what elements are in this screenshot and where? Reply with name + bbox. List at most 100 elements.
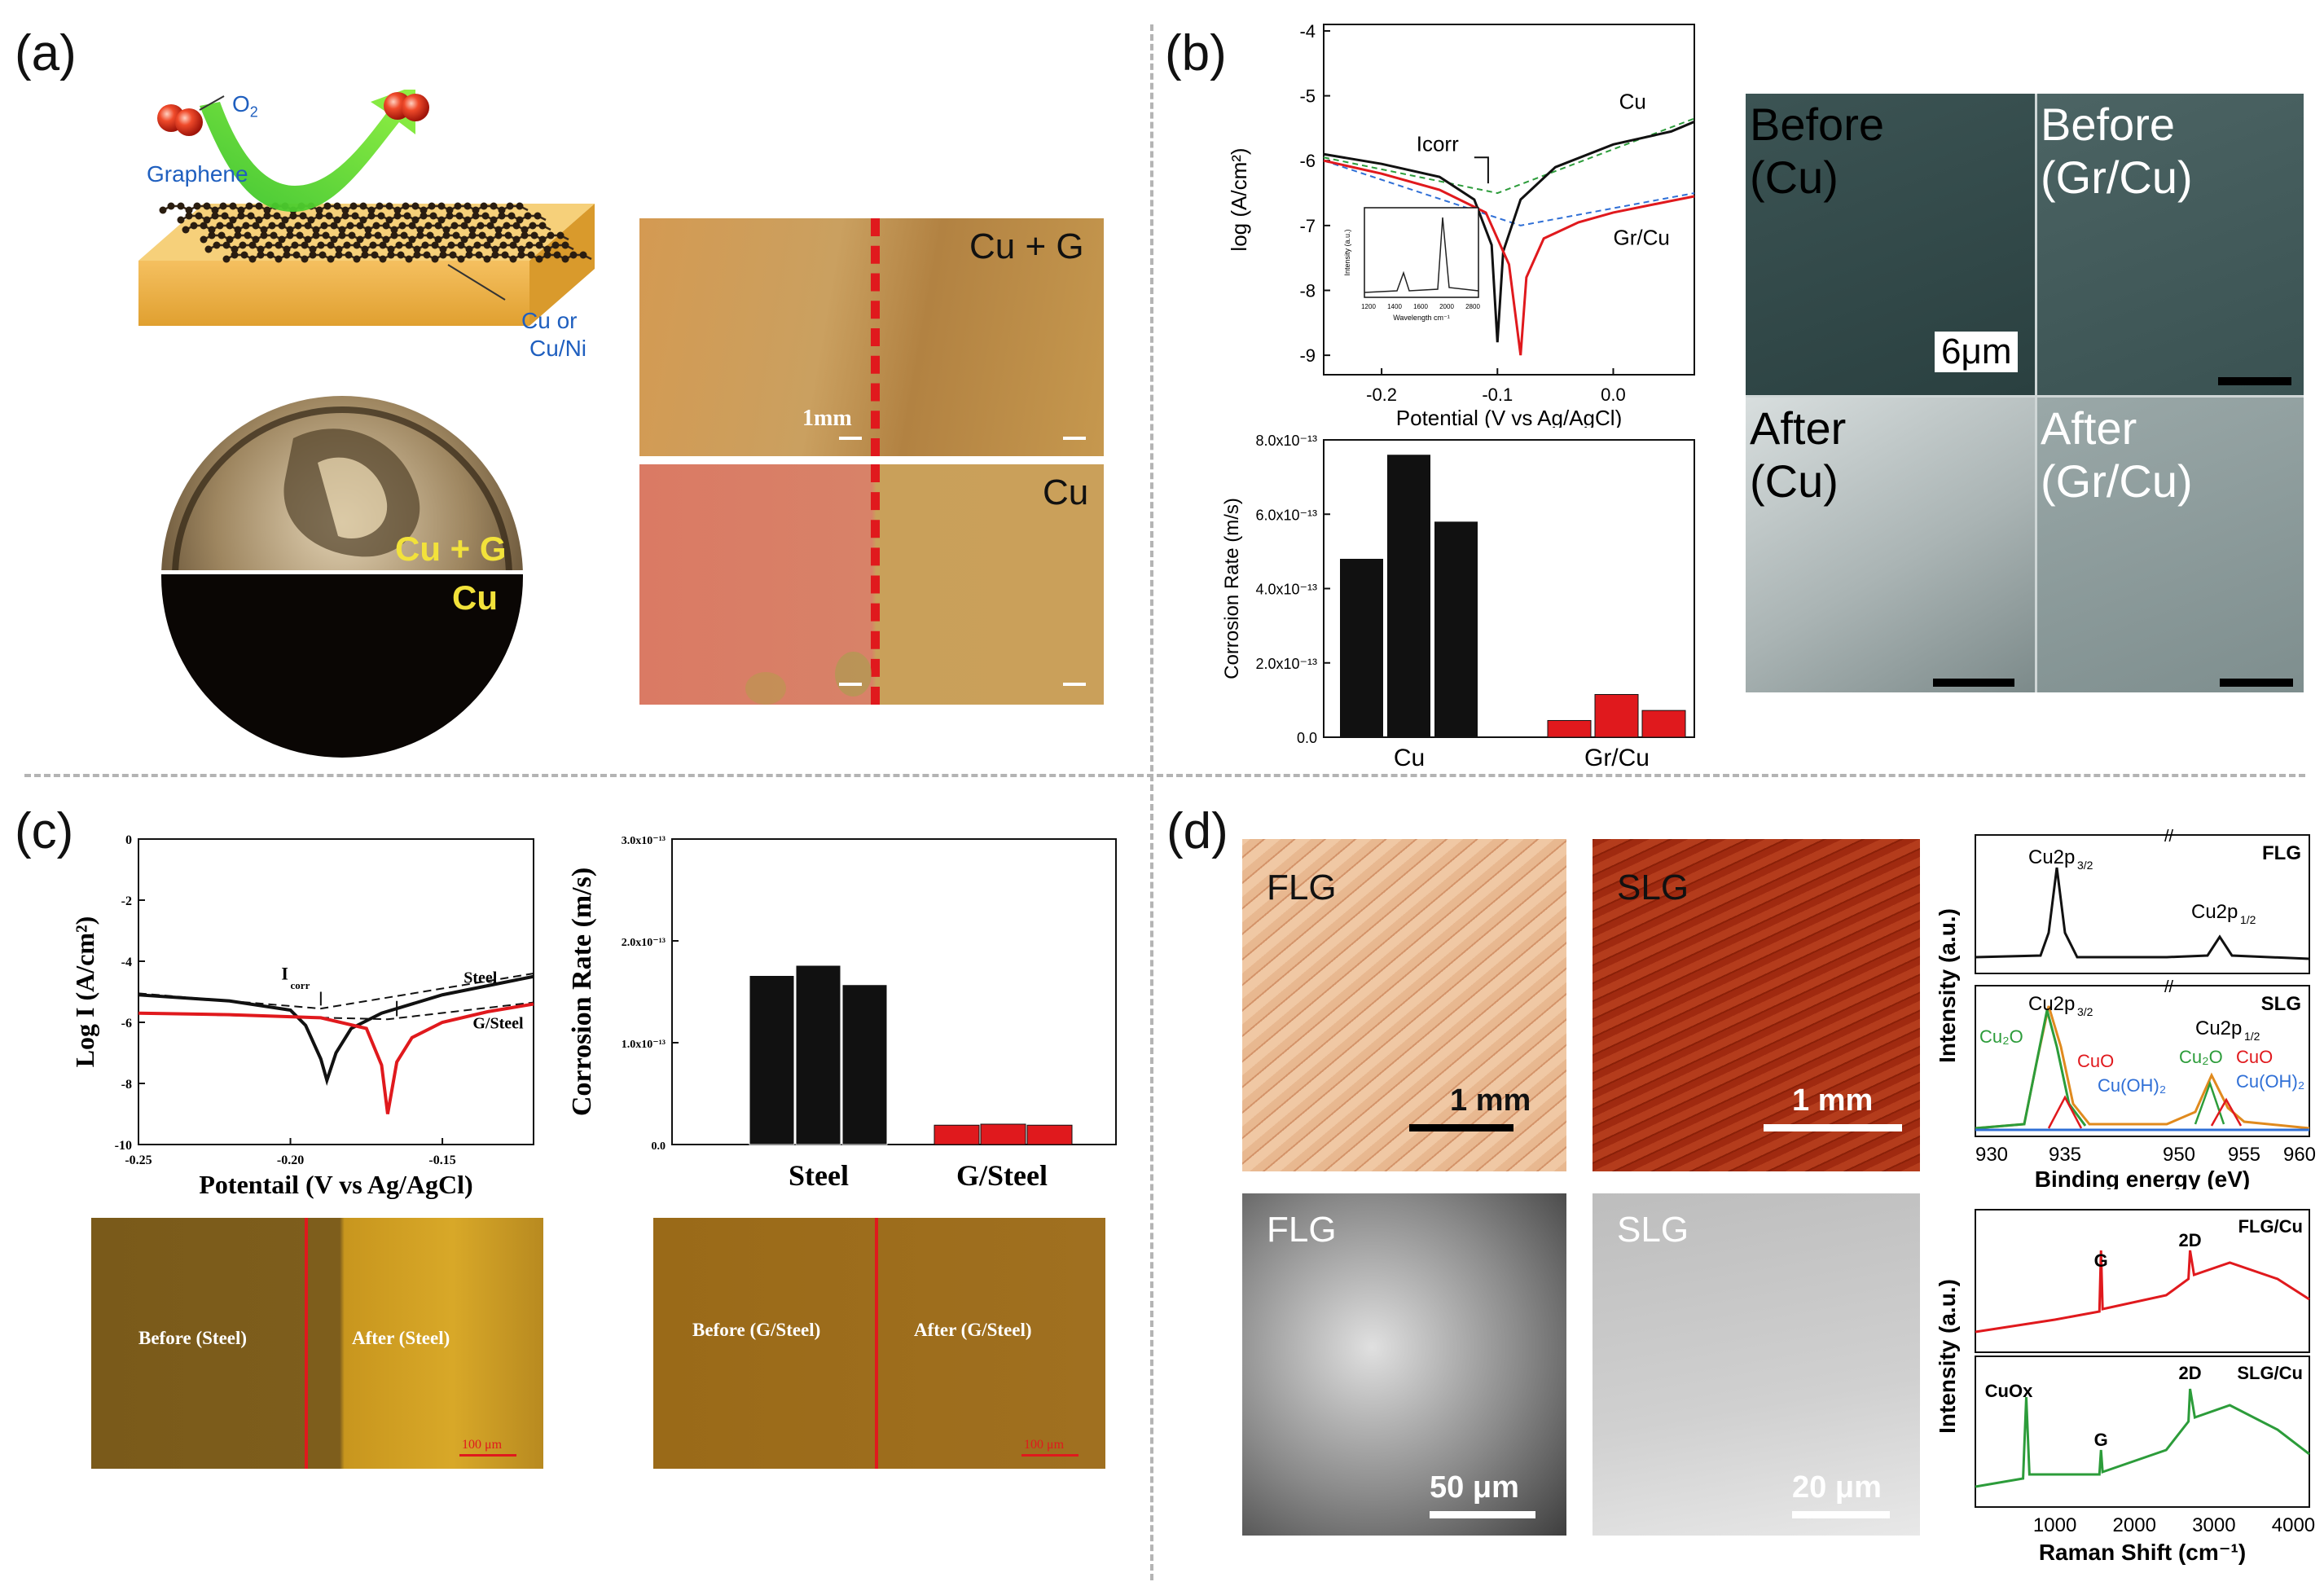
- peak-label-flg-2p1: Cu2p: [2191, 901, 2238, 923]
- sem-after-grcu-line2: (Gr/Cu): [2041, 455, 2193, 507]
- series-line-g-steel: [138, 1002, 534, 1114]
- lattice-bond: [434, 253, 462, 261]
- lattice-bond: [289, 224, 317, 231]
- raman-slg-spectrum: [1975, 1388, 2310, 1488]
- carbon-atom: [231, 245, 239, 253]
- micrograph-cu-g-label: Cu + G: [969, 226, 1084, 266]
- carbon-atom: [405, 241, 413, 249]
- comp-cuo: CuO: [2077, 1051, 2114, 1071]
- carbon-atom: [222, 241, 231, 249]
- sem-after-grcu-line1: After: [2041, 402, 2137, 454]
- y-tick-label: -6: [1299, 151, 1316, 171]
- label-after-steel: After (Steel): [352, 1328, 450, 1348]
- lattice-bond: [203, 234, 231, 241]
- bar-steel-1: [749, 975, 795, 1145]
- lattice-bond: [338, 244, 366, 251]
- xps-x-tick: 935: [2049, 1144, 2081, 1166]
- carbon-atom: [211, 206, 219, 214]
- carbon-atom: [275, 255, 283, 263]
- carbon-atom: [309, 251, 317, 259]
- x-axis-label: Potentail (V vs Ag/AgCl): [199, 1170, 472, 1199]
- carbon-atom: [255, 202, 263, 210]
- carbon-atom: [275, 241, 283, 249]
- bar-grcu-3: [1641, 710, 1686, 738]
- carbon-atom: [182, 226, 190, 234]
- carbon-atom: [289, 212, 297, 220]
- carbon-atom: [320, 222, 328, 230]
- raman-x-tick: 1000: [2033, 1514, 2076, 1536]
- carbon-atom: [569, 251, 578, 259]
- carbon-atom: [315, 206, 323, 214]
- optical-slg-scalebar: [1764, 1124, 1902, 1131]
- lattice-bond: [359, 234, 387, 241]
- carbon-atom: [327, 241, 335, 249]
- carbon-atom: [463, 216, 472, 224]
- lattice-bond: [284, 214, 312, 222]
- carbon-atom: [159, 206, 167, 214]
- carbon-atom: [478, 231, 486, 239]
- carbon-atom: [382, 235, 390, 244]
- carbon-atom: [195, 212, 203, 220]
- lattice-bond: [336, 214, 364, 222]
- comp-cu2o-2: Cu₂O: [2179, 1047, 2223, 1067]
- optical-flg-scalebar: [1409, 1124, 1513, 1131]
- carbon-atom: [185, 206, 193, 214]
- y-axis-label: log (A/cm²): [1227, 147, 1251, 251]
- lattice-bond: [385, 234, 413, 241]
- carbon-atom: [490, 216, 498, 224]
- carbon-atom: [434, 222, 442, 230]
- carbon-atom: [468, 231, 477, 239]
- carbon-atom: [364, 226, 372, 234]
- xps-x-label: Binding energy (eV): [2035, 1167, 2250, 1189]
- carbon-atom: [296, 231, 304, 239]
- carbon-atom: [312, 226, 320, 234]
- carbon-atom: [265, 241, 273, 249]
- carbon-atom: [472, 206, 480, 214]
- carbon-atom: [367, 212, 376, 220]
- y-tick-label: 4.0x10⁻¹³: [1255, 582, 1317, 598]
- xps-frame-2: [1975, 985, 2310, 1137]
- lattice-bond: [286, 244, 314, 251]
- x-axis-label: Potential (V vs Ag/AgCl): [1396, 406, 1622, 428]
- coin-photo: [155, 396, 529, 758]
- lattice-bond: [214, 204, 242, 212]
- sem-slg-scalebar: [1792, 1511, 1890, 1518]
- carbon-atom: [538, 235, 547, 244]
- scalebar-left: [839, 437, 862, 440]
- carbon-atom: [208, 231, 216, 239]
- lattice-bond: [389, 214, 416, 222]
- carbon-atom: [222, 255, 231, 263]
- lattice-bond: [411, 234, 439, 241]
- carbon-atom: [248, 255, 257, 263]
- lattice-bond: [330, 253, 358, 261]
- carbon-atom: [341, 206, 349, 214]
- lattice-bond: [538, 253, 566, 261]
- carbon-atom: [449, 251, 457, 259]
- carbon-atom: [465, 251, 473, 259]
- xps-slg-cuo: [2047, 1095, 2083, 1129]
- lattice-bond: [312, 244, 340, 251]
- lattice-bond: [420, 224, 447, 231]
- carbon-atom: [270, 231, 278, 239]
- category-label-steel: Steel: [789, 1159, 849, 1192]
- y-tick-label: -8: [121, 1078, 132, 1092]
- sem-before-grcu-line2: (Gr/Cu): [2041, 152, 2193, 203]
- lattice-bond: [490, 234, 517, 241]
- label-before-gsteel: Before (G/Steel): [692, 1320, 821, 1340]
- carbon-atom: [516, 202, 524, 210]
- bar-gsteel-2: [980, 1123, 1026, 1145]
- lattice-bond: [498, 224, 525, 231]
- panel-label-b: (b): [1165, 25, 1227, 81]
- carbon-atom: [193, 202, 201, 210]
- y-tick-label: 0.0: [1297, 730, 1317, 746]
- carbon-atom: [333, 202, 341, 210]
- carbon-atom: [397, 251, 405, 259]
- inset-x-tick: 1600: [1413, 303, 1428, 310]
- peak-sub-flg-2p3: 3/2: [2077, 859, 2093, 872]
- carbon-atom: [491, 251, 499, 259]
- lattice-bond: [307, 234, 335, 241]
- carbon-atom: [465, 245, 473, 253]
- carbon-atom: [400, 231, 408, 239]
- carbon-atom: [561, 255, 569, 263]
- plot-frame: [1323, 24, 1695, 376]
